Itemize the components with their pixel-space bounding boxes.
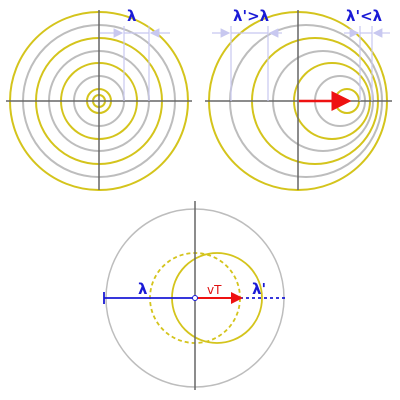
panel-stationary-source: λ	[6, 7, 192, 191]
lambda-label-panel3: λ	[138, 280, 148, 298]
wavelength-guide-panel1	[100, 26, 170, 101]
panel-construction: λ vT λ'	[103, 201, 286, 390]
longer-wavelength-label: λ'>λ	[233, 7, 270, 25]
panel-moving-source: λ'>λ λ'<λ	[205, 7, 392, 191]
lambda-label-panel1: λ	[127, 7, 137, 25]
source-point	[192, 295, 198, 301]
axes-panel1	[6, 10, 192, 190]
wavelength-guide-long	[212, 26, 282, 101]
shorter-wavelength-label: λ'<λ	[346, 7, 383, 25]
vt-label: vT	[207, 283, 222, 297]
lambda-prime-label: λ'	[252, 280, 266, 298]
axes-panel2	[205, 10, 392, 190]
wavelength-guide-short	[344, 26, 390, 101]
